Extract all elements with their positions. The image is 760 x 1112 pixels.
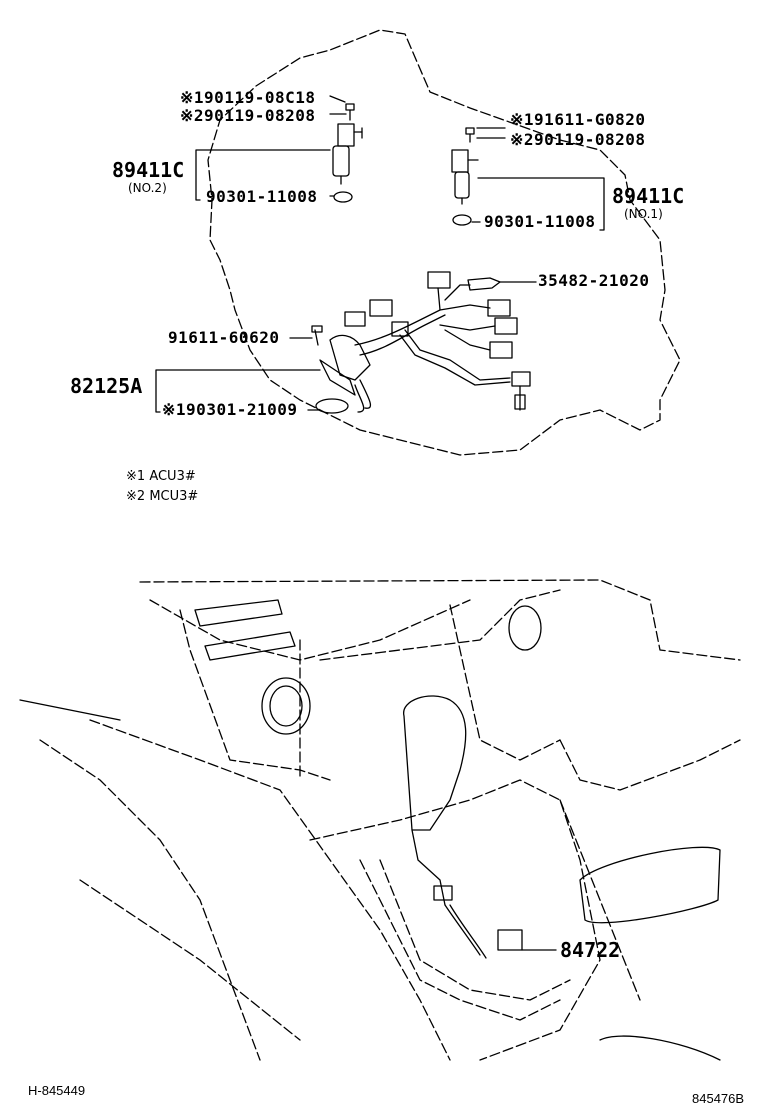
wire-harness-part: 82125A xyxy=(70,374,143,398)
part-number: 90119-08208 xyxy=(204,106,316,125)
mark: ※1 xyxy=(510,110,535,129)
sensor-no2-callout-2: ※290119-08208 xyxy=(180,108,316,124)
oring-callout: ※190301-21009 xyxy=(162,402,298,418)
console-solid-lines xyxy=(19,599,721,1061)
sensor-no2-assembly: 89411C xyxy=(112,158,185,182)
sensor-no2-washer: 90301-11008 xyxy=(206,187,318,206)
bolt-part: 91611-60620 xyxy=(168,328,280,347)
wire-harness xyxy=(311,271,531,414)
part-number: 90119-08C18 xyxy=(204,88,316,107)
console-interior xyxy=(39,579,741,1061)
note-2: ※2 MCU3# xyxy=(126,490,198,503)
mark: ※1 xyxy=(162,400,187,419)
mark: ※1 xyxy=(180,88,205,107)
sensor-no1-washer: 90301-11008 xyxy=(484,212,596,231)
note-text: ACU3# xyxy=(149,469,196,484)
note-mark: ※1 xyxy=(126,469,146,484)
shift-switch-part: 84722 xyxy=(560,938,621,962)
sensor-no1-callout-2: ※290119-08208 xyxy=(510,132,646,148)
part-number: 91611-G0820 xyxy=(534,110,646,129)
sensor-no1-note: (NO.1) xyxy=(624,207,663,221)
clamp xyxy=(467,277,501,291)
clamp-part: 35482-21020 xyxy=(538,271,650,290)
mark: ※2 xyxy=(180,106,205,125)
sensor-no2-callout-1: ※190119-08C18 xyxy=(180,90,316,106)
transmission-case-outline xyxy=(207,29,681,456)
sensor-no1-callout-1: ※191611-G0820 xyxy=(510,112,646,128)
sensor-no1-assembly: 89411C xyxy=(612,184,685,208)
note-mark: ※2 xyxy=(126,489,146,504)
sensor-no2-note: (NO.2) xyxy=(128,181,167,195)
mark: ※2 xyxy=(510,130,535,149)
footer-right-code: 845476B xyxy=(692,1091,745,1106)
speed-sensor-no1 xyxy=(451,127,479,226)
note-text: MCU3# xyxy=(149,489,199,504)
footer-left-code: H-845449 xyxy=(28,1083,86,1098)
speed-sensor-no2 xyxy=(332,103,363,203)
part-number: 90301-21009 xyxy=(186,400,298,419)
part-number: 90119-08208 xyxy=(534,130,646,149)
note-1: ※1 ACU3# xyxy=(126,470,196,483)
